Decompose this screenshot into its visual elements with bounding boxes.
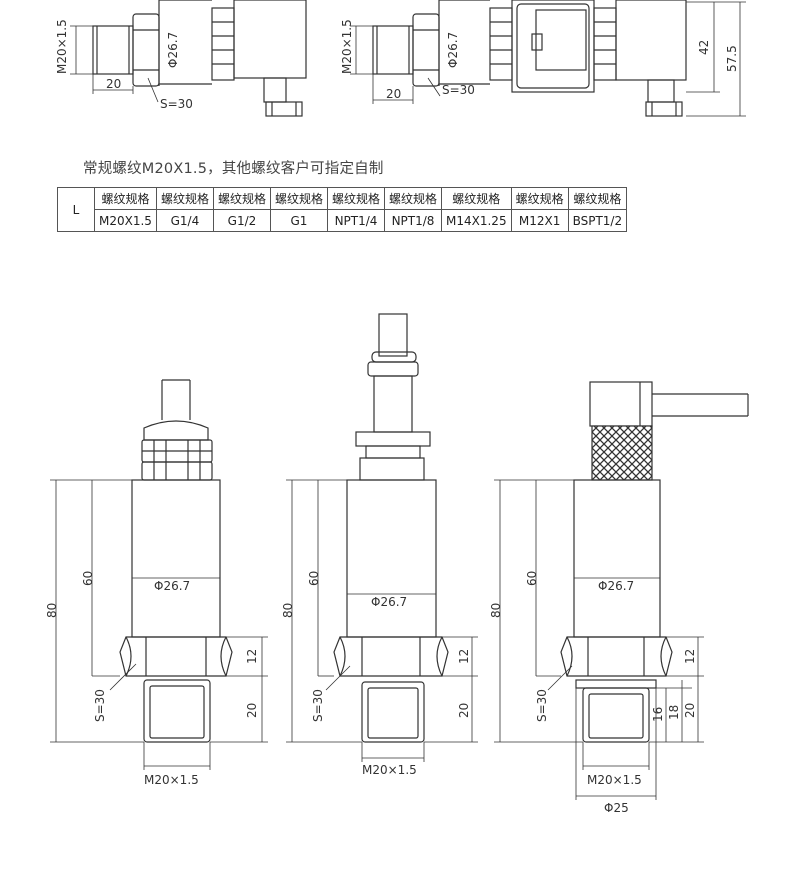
sensor-3-drawing [494,381,749,800]
sensor-3-thread-length: 20 [683,703,697,718]
table-header: 螺纹规格 [269,187,328,210]
table-cell: G1/2 [212,209,271,232]
sensor-2-hex-height: 12 [457,649,471,664]
table-header: 螺纹规格 [155,187,214,210]
table-row: M20X1.5 G1/4 G1/2 G1 NPT1/4 NPT1/8 M14X1… [58,209,628,232]
top-right-height-a: 42 [697,40,711,55]
table-cell: M12X1 [510,209,569,232]
table-cell: G1 [269,209,328,232]
sensor-1-total-height: 80 [45,603,59,618]
top-right-diameter-label: Φ26.7 [446,32,460,68]
top-left-diameter-label: Φ26.7 [166,32,180,68]
top-left-side-view [70,0,307,117]
sensor-3-diameter: Φ26.7 [598,579,634,593]
sensor-3-body-height: 60 [525,571,539,586]
sensor-1-diameter: Φ26.7 [154,579,190,593]
top-right-side-view [350,0,746,117]
table-header: 螺纹规格 [212,187,271,210]
sensor-1-hex-height: 12 [245,649,259,664]
table-cell: G1/4 [155,209,214,232]
sensor-3-thread: M20×1.5 [587,773,642,787]
sensor-2-thread-length: 20 [457,703,471,718]
table-header: 螺纹规格 [441,187,512,210]
sensor-1-thread-length: 20 [245,703,259,718]
table-header: 螺纹规格 [510,187,569,210]
sensor-3-hex-size: S=30 [535,689,549,722]
sensor-2-drawing [286,313,478,762]
table-cell: M20X1.5 [94,209,157,232]
table-cell: NPT1/8 [383,209,443,232]
table-header: 螺纹规格 [94,187,157,210]
sensor-3-total-height: 80 [489,603,503,618]
sensor-3-hex-height: 12 [683,649,697,664]
table-header: 螺纹规格 [567,187,628,210]
sensor-3-thread-a: 16 [651,707,665,722]
top-right-thread-length: 20 [386,87,401,101]
top-left-thread-length: 20 [106,77,121,91]
sensor-2-body-height: 60 [307,571,321,586]
sensor-3-outer-diameter: Φ25 [604,801,629,815]
table-header: 螺纹规格 [326,187,386,210]
top-right-height-b: 57.5 [725,45,739,72]
sensor-1-drawing [50,379,268,770]
sensor-2-diameter: Φ26.7 [371,595,407,609]
sensor-2-total-height: 80 [281,603,295,618]
sensor-3-thread-b: 18 [667,705,681,720]
table-header: 螺纹规格 [383,187,443,210]
sensor-2-thread: M20×1.5 [362,763,417,777]
table-cell: BSPT1/2 [567,209,628,232]
top-left-hex-label: S=30 [160,97,193,111]
sensor-2-hex-size: S=30 [311,689,325,722]
sensor-1-hex-size: S=30 [93,689,107,722]
sensor-1-body-height: 60 [81,571,95,586]
top-right-hex-label: S=30 [442,83,475,97]
thread-note: 常规螺纹M20X1.5，其他螺纹客户可指定自制 [83,161,384,177]
sensor-1-thread: M20×1.5 [144,773,199,787]
table-row-label: L [57,187,95,232]
table-cell: NPT1/4 [326,209,386,232]
top-left-thread-label: M20×1.5 [55,19,69,74]
top-right-thread-label: M20×1.5 [340,19,354,74]
thread-spec-table: L 螺纹规格 螺纹规格 螺纹规格 螺纹规格 螺纹规格 螺纹规格 螺纹规格 螺纹规… [57,187,628,232]
table-row: L 螺纹规格 螺纹规格 螺纹规格 螺纹规格 螺纹规格 螺纹规格 螺纹规格 螺纹规… [57,187,628,232]
table-cell: M14X1.25 [441,209,512,232]
